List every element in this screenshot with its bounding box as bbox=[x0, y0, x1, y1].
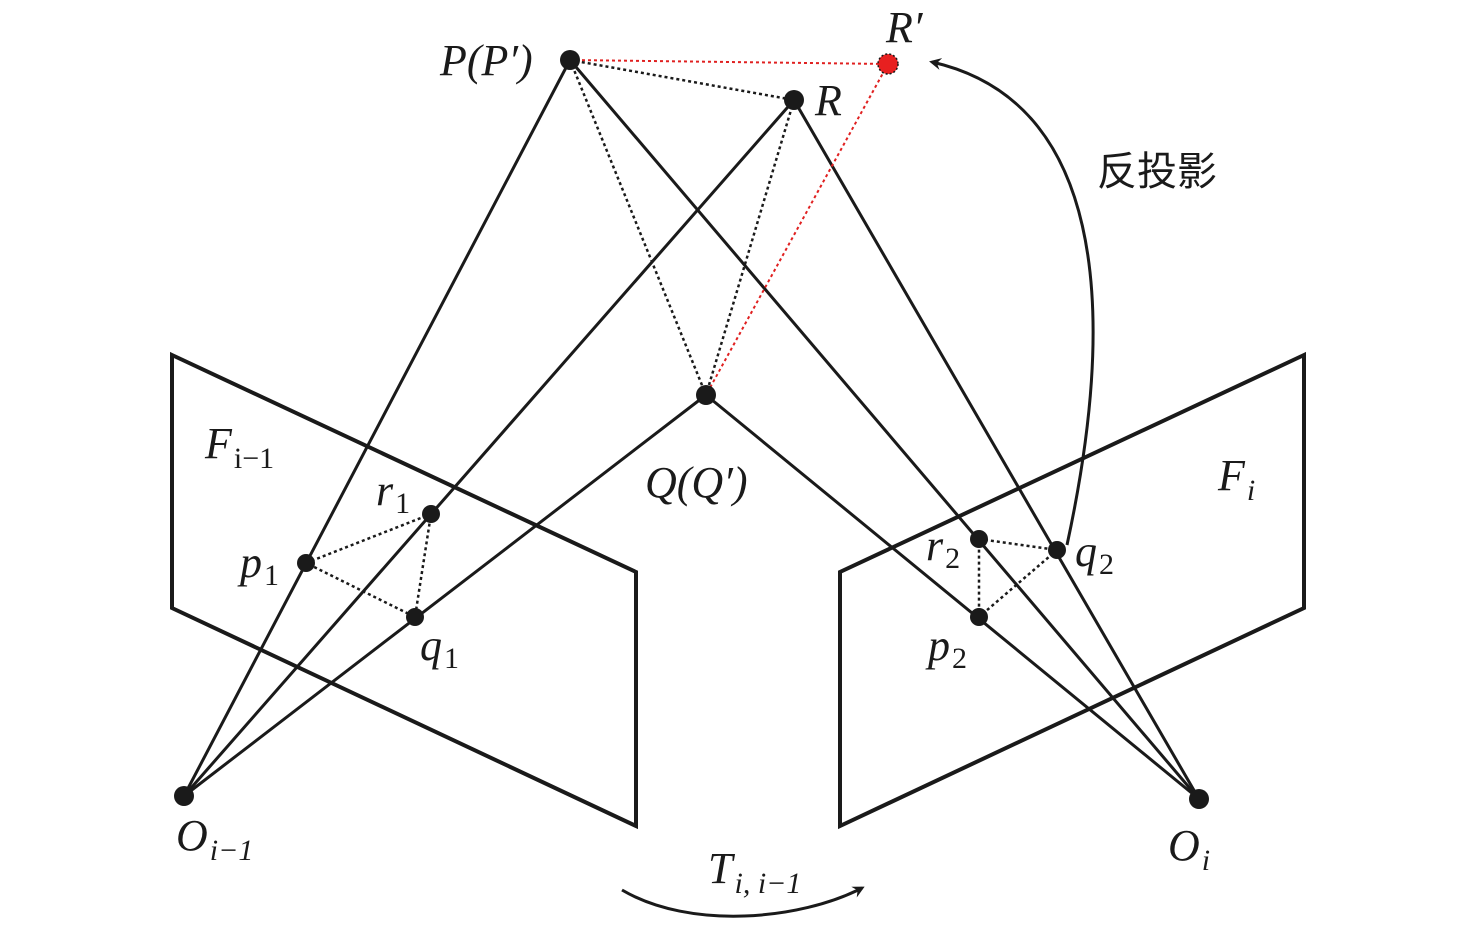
dotted-triangles bbox=[302, 58, 1060, 620]
point-P bbox=[560, 50, 580, 70]
label-R-prime: R′ bbox=[885, 3, 924, 52]
label-Q: Q(Q′) bbox=[645, 458, 747, 507]
label-R: R bbox=[814, 76, 842, 125]
triangle-left-image bbox=[302, 512, 433, 619]
ray-Oleft-P bbox=[182, 59, 572, 797]
backprojection-arrow bbox=[929, 58, 1095, 546]
point-Q bbox=[696, 385, 716, 405]
ray-Oright-Q bbox=[705, 393, 1200, 801]
label-F-left: Fi−1 bbox=[204, 419, 274, 475]
ray-Oright-P bbox=[568, 59, 1201, 800]
image-plane-left bbox=[170, 351, 638, 830]
label-P: P(P′) bbox=[439, 36, 533, 85]
label-transform-T: Ti, i−1 bbox=[708, 844, 801, 900]
point-R-prime bbox=[877, 53, 899, 75]
label-r1: r1 bbox=[376, 466, 410, 520]
label-O-right: Oi bbox=[1168, 821, 1210, 877]
label-O-left: Oi−1 bbox=[176, 811, 253, 867]
label-F-right: Fi bbox=[1217, 451, 1255, 507]
ray-Oright-R bbox=[792, 99, 1201, 800]
triangle-right-image bbox=[977, 537, 1060, 620]
ray-Oleft-R bbox=[182, 99, 796, 797]
point-r2 bbox=[970, 530, 988, 548]
point-p2 bbox=[970, 608, 988, 626]
image-plane-right bbox=[838, 351, 1306, 830]
label-backprojection: 反投影 bbox=[1097, 149, 1217, 195]
label-q2: q2 bbox=[1075, 527, 1114, 581]
camera-center-left bbox=[174, 786, 194, 806]
point-R bbox=[784, 90, 804, 110]
label-q1: q1 bbox=[420, 621, 459, 675]
transform-arrow bbox=[621, 886, 865, 918]
label-r2: r2 bbox=[926, 521, 960, 575]
projection-rays bbox=[182, 59, 1201, 801]
point-q2 bbox=[1048, 541, 1066, 559]
point-r1 bbox=[422, 505, 440, 523]
ray-Oleft-Q bbox=[183, 393, 707, 798]
label-p1: p1 bbox=[237, 538, 279, 592]
point-q1 bbox=[406, 608, 424, 626]
camera-center-right bbox=[1189, 789, 1209, 809]
label-p2: p2 bbox=[925, 621, 967, 675]
triangle-PRQ bbox=[567, 58, 796, 399]
points bbox=[174, 50, 1209, 809]
point-p1 bbox=[297, 554, 315, 572]
